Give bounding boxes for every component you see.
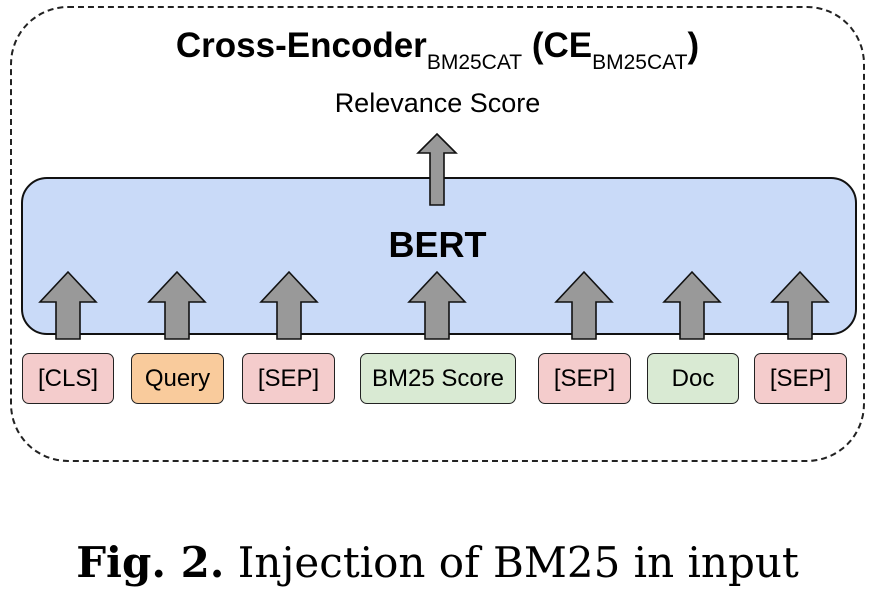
input-token-5: [SEP]: [538, 353, 631, 404]
caption-label: Fig. 2.: [76, 538, 225, 587]
title-close-paren: ): [687, 26, 700, 65]
input-token-4: BM25 Score: [360, 353, 516, 404]
input-token-1: [CLS]: [22, 353, 114, 404]
input-token-2: Query: [131, 353, 224, 404]
title-subscript-2: BM25CAT: [592, 51, 688, 74]
title-abbrev: (CE: [522, 26, 593, 65]
title-main: Cross-Encoder: [175, 26, 427, 65]
bert-label: BERT: [388, 224, 487, 265]
cross-encoder-frame: [10, 6, 865, 462]
caption-text: Injection of BM25 in input: [224, 538, 799, 587]
figure-caption: Fig. 2. Injection of BM25 in input: [0, 538, 875, 587]
input-token-7: [SEP]: [754, 353, 847, 404]
title-subscript-1: BM25CAT: [426, 51, 523, 74]
input-token-3: [SEP]: [242, 353, 335, 404]
input-token-6: Doc: [647, 353, 739, 404]
diagram-title: Cross-EncoderBM25CAT (CEBM25CAT): [0, 26, 875, 75]
relevance-score-label: Relevance Score: [334, 88, 541, 118]
